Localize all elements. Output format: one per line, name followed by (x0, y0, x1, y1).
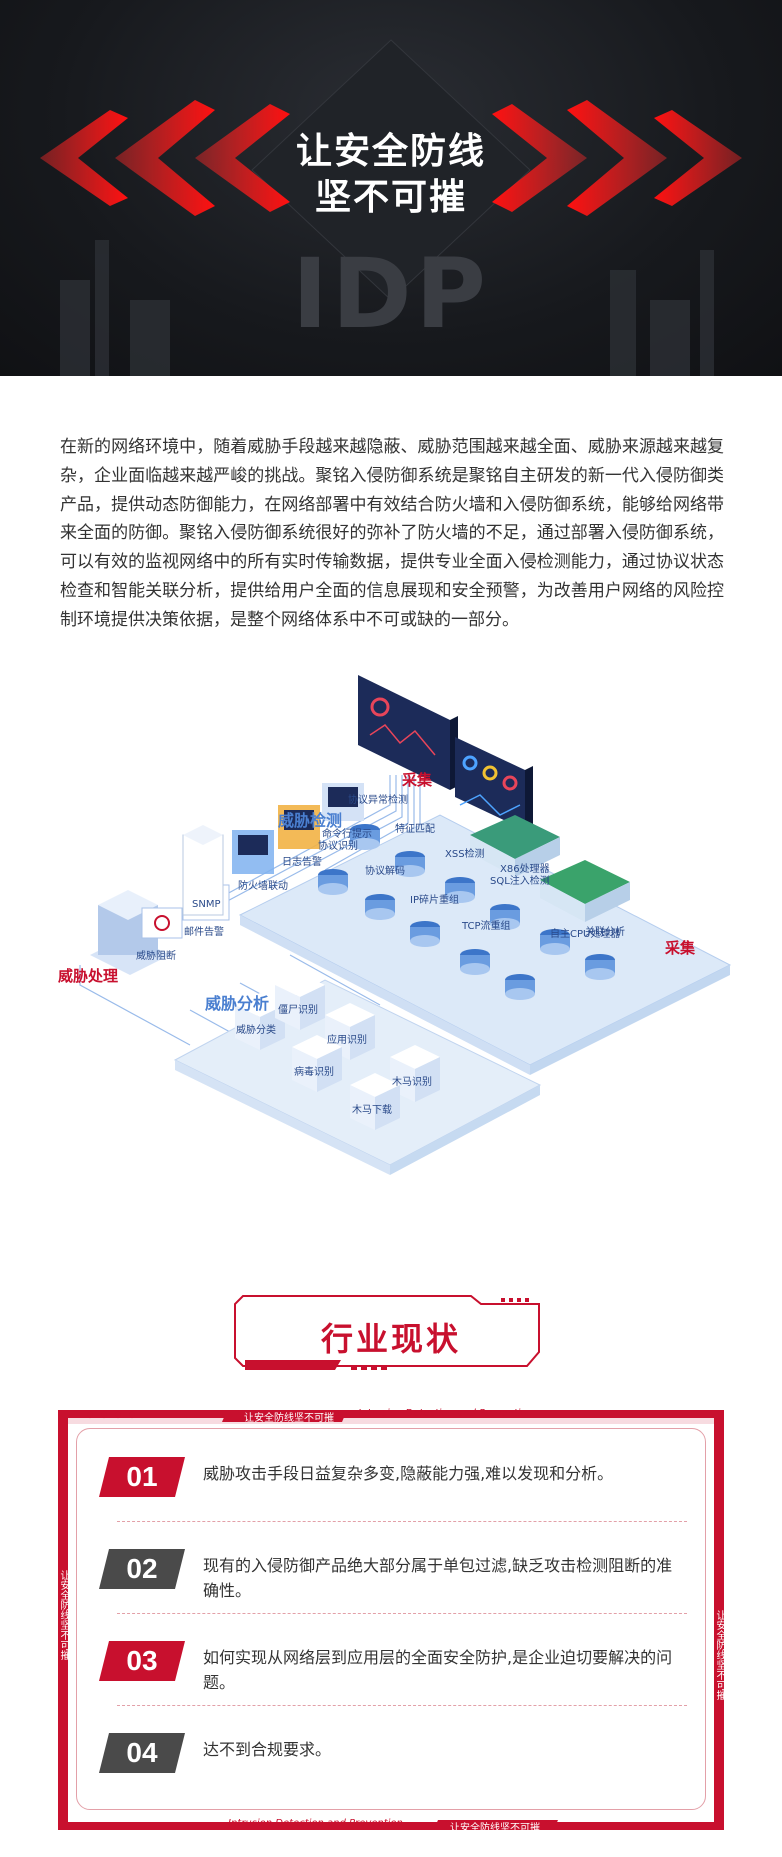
divider (117, 1705, 687, 1706)
detect-node-label: 协议解码 (365, 866, 405, 877)
divider (117, 1521, 687, 1522)
section-heading-frame (234, 1295, 540, 1370)
detect-node-label: TCP流重组 (462, 921, 511, 932)
detect-node-label: 特征匹配 (395, 824, 435, 835)
panel-frame (58, 1410, 724, 1830)
hero-chevrons (40, 39, 742, 376)
analysis-node-label: 应用识别 (327, 1035, 367, 1046)
intro-paragraph: 在新的网络环境中，随着威胁手段越来越隐蔽、威胁范围越来越全面、威胁来源越来越复杂… (60, 437, 724, 630)
label-threat-handling: 威胁处理 (58, 967, 119, 985)
number-badge-text: 01 (126, 1461, 158, 1492)
status-item-text: 现有的入侵防御产品绝大部分属于单包过滤,缺乏攻击检测阻断的准确性。 (203, 1556, 673, 1600)
detect-node-label: 协议异常检测 (348, 795, 408, 806)
ribbon-bottom-cn: 让安全防线坚不可摧 (450, 1823, 540, 1834)
architecture-illustration (79, 675, 732, 1175)
ribbon-top-en: Intrusion Detection and Prevention (358, 1408, 533, 1419)
label-threat-analysis: 威胁分析 (205, 994, 270, 1013)
number-badge: 02 (99, 1549, 185, 1589)
chevron-right-icon (492, 100, 742, 216)
chevron-left-icon (40, 100, 290, 216)
label-mail-alert: 邮件告警 (184, 927, 224, 938)
number-badge: 01 (99, 1457, 185, 1497)
detect-node-label: IP碎片重组 (410, 895, 459, 906)
detect-node-label: 协议识别 (318, 841, 358, 852)
ribbon-left-cn: 让安全防线坚不可摧 (58, 1570, 69, 1660)
analysis-node-label: 木马识别 (392, 1077, 432, 1088)
section-heading: 行业现状 (231, 1292, 551, 1378)
label-threat-detection: 威胁检测 (278, 811, 343, 830)
number-badge-text: 02 (126, 1553, 158, 1584)
label-cmd-hint: 命令行提示 (322, 829, 372, 840)
label-collect-1: 采集 (402, 771, 433, 789)
ribbon-bottom-en: Intrusion Detection and Prevention (228, 1818, 403, 1829)
detect-node-label: 关联分析 (585, 927, 625, 938)
architecture-diagram: 威胁检测 威胁分析 威胁处理 采集 采集 威胁阻断 邮件告警 SNMP 防火墙联… (50, 665, 740, 1225)
detect-node-label: SQL注入检测 (490, 876, 550, 887)
hero-title-line1: 让安全防线 (295, 131, 486, 172)
hero-banner: IDP 让安全防线 坚不可摧 (0, 0, 782, 376)
ribbon-right-cn: 让安全防线坚不可摧 (714, 1610, 725, 1700)
label-firewall-link: 防火墙联动 (238, 881, 288, 892)
divider (117, 1613, 687, 1614)
ribbon-top-cn: 让安全防线坚不可摧 (244, 1413, 334, 1424)
hero-watermark: IDP (292, 238, 490, 350)
label-x86: X86处理器 (500, 864, 550, 875)
number-badge: 04 (99, 1733, 185, 1773)
label-blocking: 威胁阻断 (136, 951, 176, 962)
label-collect-2: 采集 (665, 939, 696, 957)
number-badge-text: 04 (126, 1737, 158, 1768)
label-snmp: SNMP (192, 899, 221, 910)
hero-title-line2: 坚不可摧 (314, 177, 467, 218)
analysis-node-label: 病毒识别 (294, 1067, 334, 1078)
label-log-alert: 日志告警 (282, 857, 322, 868)
detect-node-label: XSS检测 (445, 849, 485, 860)
industry-status-panel: 让安全防线坚不可摧 Intrusion Detection and Preven… (58, 1408, 725, 1834)
status-item-text: 威胁攻击手段日益复杂多变,隐蔽能力强,难以发现和分析。 (203, 1464, 614, 1483)
number-badge: 03 (99, 1641, 185, 1681)
analysis-node-label: 僵尸识别 (278, 1005, 318, 1016)
status-item-text: 如何实现从网络层到应用层的全面安全防护,是企业迫切要解决的问题。 (203, 1648, 673, 1692)
number-badge-text: 03 (126, 1645, 158, 1676)
panel-content: 01 威胁攻击手段日益复杂多变,隐蔽能力强,难以发现和分析。 02 现有的入侵防… (76, 1428, 706, 1810)
label-cpu: 自主CPU处理器 (550, 929, 621, 940)
analysis-node-label: 木马下载 (352, 1105, 392, 1116)
section-title: 行业现状 (320, 1320, 461, 1358)
analysis-node-label: 威胁分类 (236, 1025, 276, 1036)
status-item-text: 达不到合规要求。 (203, 1740, 332, 1759)
